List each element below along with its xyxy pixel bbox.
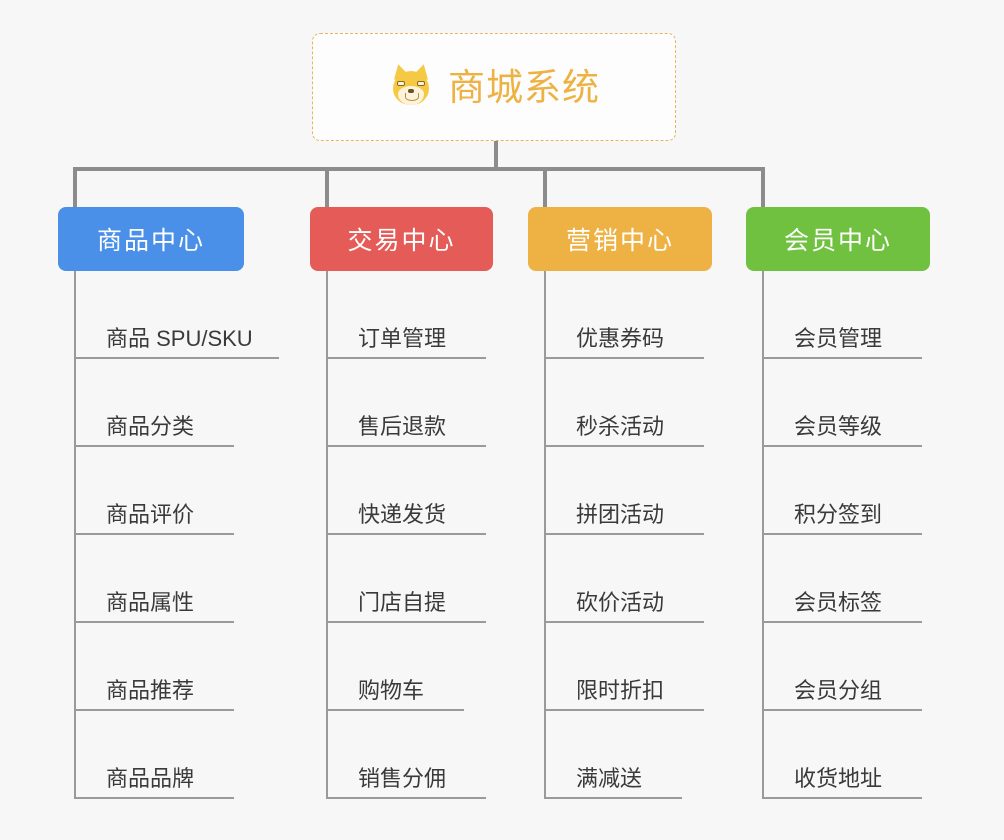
leaf-item-label: 商品推荐 <box>106 677 195 703</box>
category-drop-line-4 <box>761 167 765 207</box>
leaf-item[interactable]: 商品品牌 <box>74 711 234 799</box>
leaf-item[interactable]: 优惠券码 <box>544 271 704 359</box>
leaf-item-label: 砍价活动 <box>576 589 665 615</box>
leaf-item-label: 快递发货 <box>358 501 447 527</box>
leaf-item-label: 会员等级 <box>794 413 883 439</box>
leaf-item-label: 商品评价 <box>106 501 195 527</box>
leaf-item[interactable]: 会员等级 <box>762 359 922 447</box>
leaf-item[interactable]: 商品分类 <box>74 359 234 447</box>
leaf-item[interactable]: 商品评价 <box>74 447 234 535</box>
leaf-item-label: 商品分类 <box>106 413 195 439</box>
leaf-item[interactable]: 会员分组 <box>762 623 922 711</box>
leaf-item-label: 商品属性 <box>106 589 195 615</box>
category-box-3[interactable]: 营销中心 <box>528 207 712 271</box>
column-trunk-line <box>74 271 76 799</box>
leaf-item[interactable]: 商品 SPU/SKU <box>74 271 279 359</box>
leaf-item-label: 销售分佣 <box>358 765 447 791</box>
root-stem-line <box>494 141 498 171</box>
category-drop-line-3 <box>543 167 547 207</box>
leaf-item-label: 优惠券码 <box>576 325 665 351</box>
leaf-item[interactable]: 积分签到 <box>762 447 922 535</box>
category-drop-line-2 <box>325 167 329 207</box>
leaf-item[interactable]: 限时折扣 <box>544 623 704 711</box>
leaf-item-label: 商品品牌 <box>106 765 195 791</box>
leaf-item[interactable]: 购物车 <box>326 623 464 711</box>
category-label: 商品中心 <box>96 227 205 255</box>
shiba-inu-dog-face-icon <box>388 62 434 110</box>
leaf-item-label: 秒杀活动 <box>576 413 665 439</box>
leaf-item[interactable]: 快递发货 <box>326 447 486 535</box>
leaf-item-label: 会员标签 <box>794 589 883 615</box>
leaf-item[interactable]: 会员管理 <box>762 271 922 359</box>
leaf-item-label: 售后退款 <box>358 413 447 439</box>
column-trunk-line <box>544 271 546 799</box>
leaf-item[interactable]: 门店自提 <box>326 535 486 623</box>
leaf-item-label: 订单管理 <box>358 325 447 351</box>
leaf-item-label: 限时折扣 <box>576 677 665 703</box>
leaf-item-label: 积分签到 <box>794 501 883 527</box>
column-trunk-line <box>326 271 328 799</box>
category-box-4[interactable]: 会员中心 <box>746 207 930 271</box>
root-node[interactable]: 商城系统 <box>312 33 676 141</box>
leaf-item[interactable]: 商品属性 <box>74 535 234 623</box>
leaf-item[interactable]: 会员标签 <box>762 535 922 623</box>
horizontal-bus-line <box>73 167 765 171</box>
category-box-2[interactable]: 交易中心 <box>310 207 493 271</box>
leaf-item[interactable]: 收货地址 <box>762 711 922 799</box>
leaf-item-label: 购物车 <box>358 677 425 703</box>
leaf-item-label: 会员分组 <box>794 677 883 703</box>
column-trunk-line <box>762 271 764 799</box>
leaf-item[interactable]: 拼团活动 <box>544 447 704 535</box>
category-label: 会员中心 <box>783 227 892 255</box>
leaf-item[interactable]: 秒杀活动 <box>544 359 704 447</box>
leaf-item[interactable]: 满减送 <box>544 711 682 799</box>
leaf-item-label: 满减送 <box>576 765 643 791</box>
root-title: 商城系统 <box>448 66 600 108</box>
leaf-item-label: 门店自提 <box>358 589 447 615</box>
leaf-item[interactable]: 砍价活动 <box>544 535 704 623</box>
category-label: 营销中心 <box>565 227 674 255</box>
leaf-item-label: 收货地址 <box>794 765 883 791</box>
leaf-item[interactable]: 售后退款 <box>326 359 486 447</box>
leaf-item-label: 商品 SPU/SKU <box>106 325 253 351</box>
category-drop-line-1 <box>73 167 77 207</box>
leaf-item[interactable]: 订单管理 <box>326 271 486 359</box>
leaf-item[interactable]: 商品推荐 <box>74 623 234 711</box>
leaf-item[interactable]: 销售分佣 <box>326 711 486 799</box>
category-label: 交易中心 <box>347 227 456 255</box>
leaf-item-label: 会员管理 <box>794 325 883 351</box>
leaf-item-label: 拼团活动 <box>576 501 665 527</box>
category-box-1[interactable]: 商品中心 <box>58 207 244 271</box>
